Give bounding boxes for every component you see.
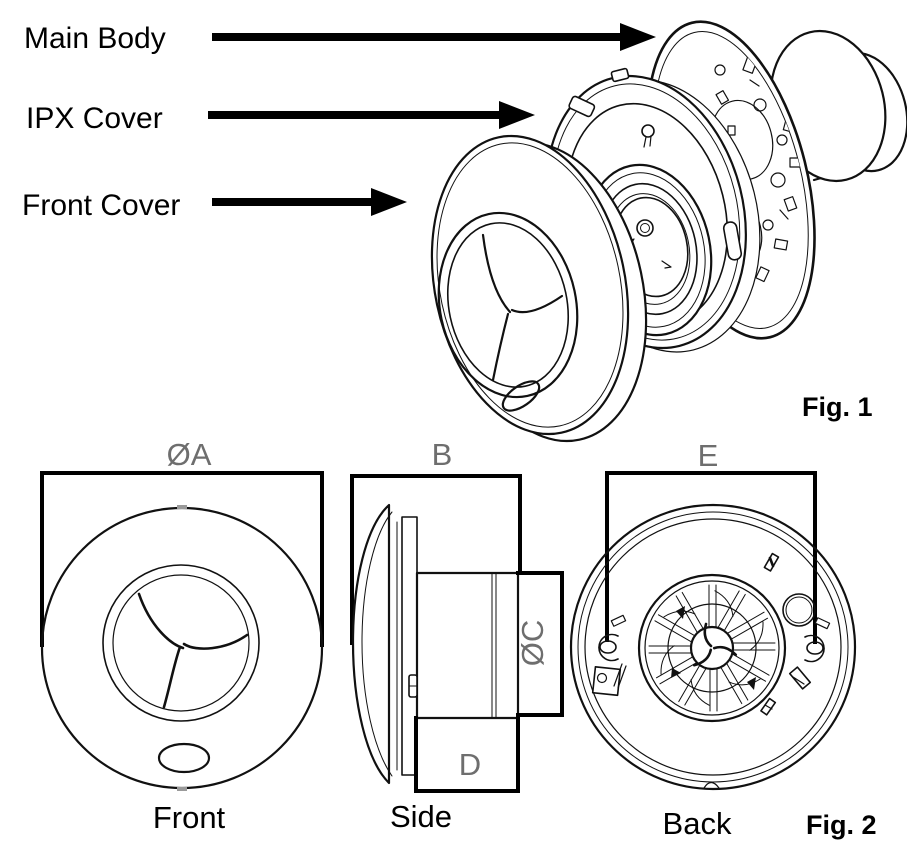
dim-label-d: D <box>458 747 482 782</box>
front-cover-drawing <box>430 134 648 443</box>
view-label-side: Side <box>389 799 453 834</box>
dim-bracket-d <box>414 714 520 793</box>
dim-label-b: B <box>431 437 453 472</box>
back-view-drawing <box>569 471 857 791</box>
view-label-back: Back <box>662 806 732 841</box>
side-view-drawing <box>350 474 564 793</box>
orthographic-views-drawing <box>40 471 857 793</box>
figure1-caption: Fig. 1 <box>802 392 873 422</box>
dim-bracket-b <box>350 474 522 645</box>
dim-bracket-c <box>516 571 564 717</box>
dim-bracket-e <box>605 471 817 644</box>
dim-label-diameter-a: ØA <box>166 437 212 472</box>
exploded-view-drawing <box>430 20 907 443</box>
dim-label-diameter-c: ØC <box>515 619 550 667</box>
dim-bracket-a <box>40 471 324 647</box>
part-label-front-cover: Front Cover <box>22 189 181 222</box>
dim-label-e: E <box>697 438 719 473</box>
part-label-main-body: Main Body <box>24 22 166 55</box>
view-label-front: Front <box>152 800 226 835</box>
figure2-caption: Fig. 2 <box>806 810 877 840</box>
part-label-ipx-cover: IPX Cover <box>26 102 163 135</box>
front-view-drawing <box>40 471 324 791</box>
